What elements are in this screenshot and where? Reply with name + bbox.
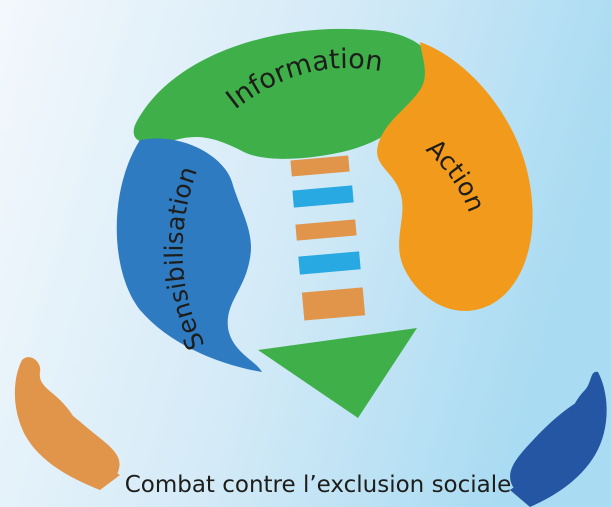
down-arrow-icon — [258, 328, 417, 418]
ladder-bar-3 — [295, 219, 357, 241]
segment-sensibilisation — [116, 138, 262, 372]
right-hand-icon — [510, 371, 607, 507]
left-hand-icon — [14, 357, 120, 490]
segment-action — [377, 42, 533, 311]
ladder — [290, 155, 366, 321]
ladder-bar-2 — [292, 185, 354, 208]
ladder-bar-5 — [301, 287, 366, 321]
segment-information — [133, 28, 435, 159]
caption: Combat contre l’exclusion sociale — [125, 472, 512, 498]
ladder-bar-4 — [298, 251, 361, 275]
ladder-bar-1 — [290, 155, 350, 177]
